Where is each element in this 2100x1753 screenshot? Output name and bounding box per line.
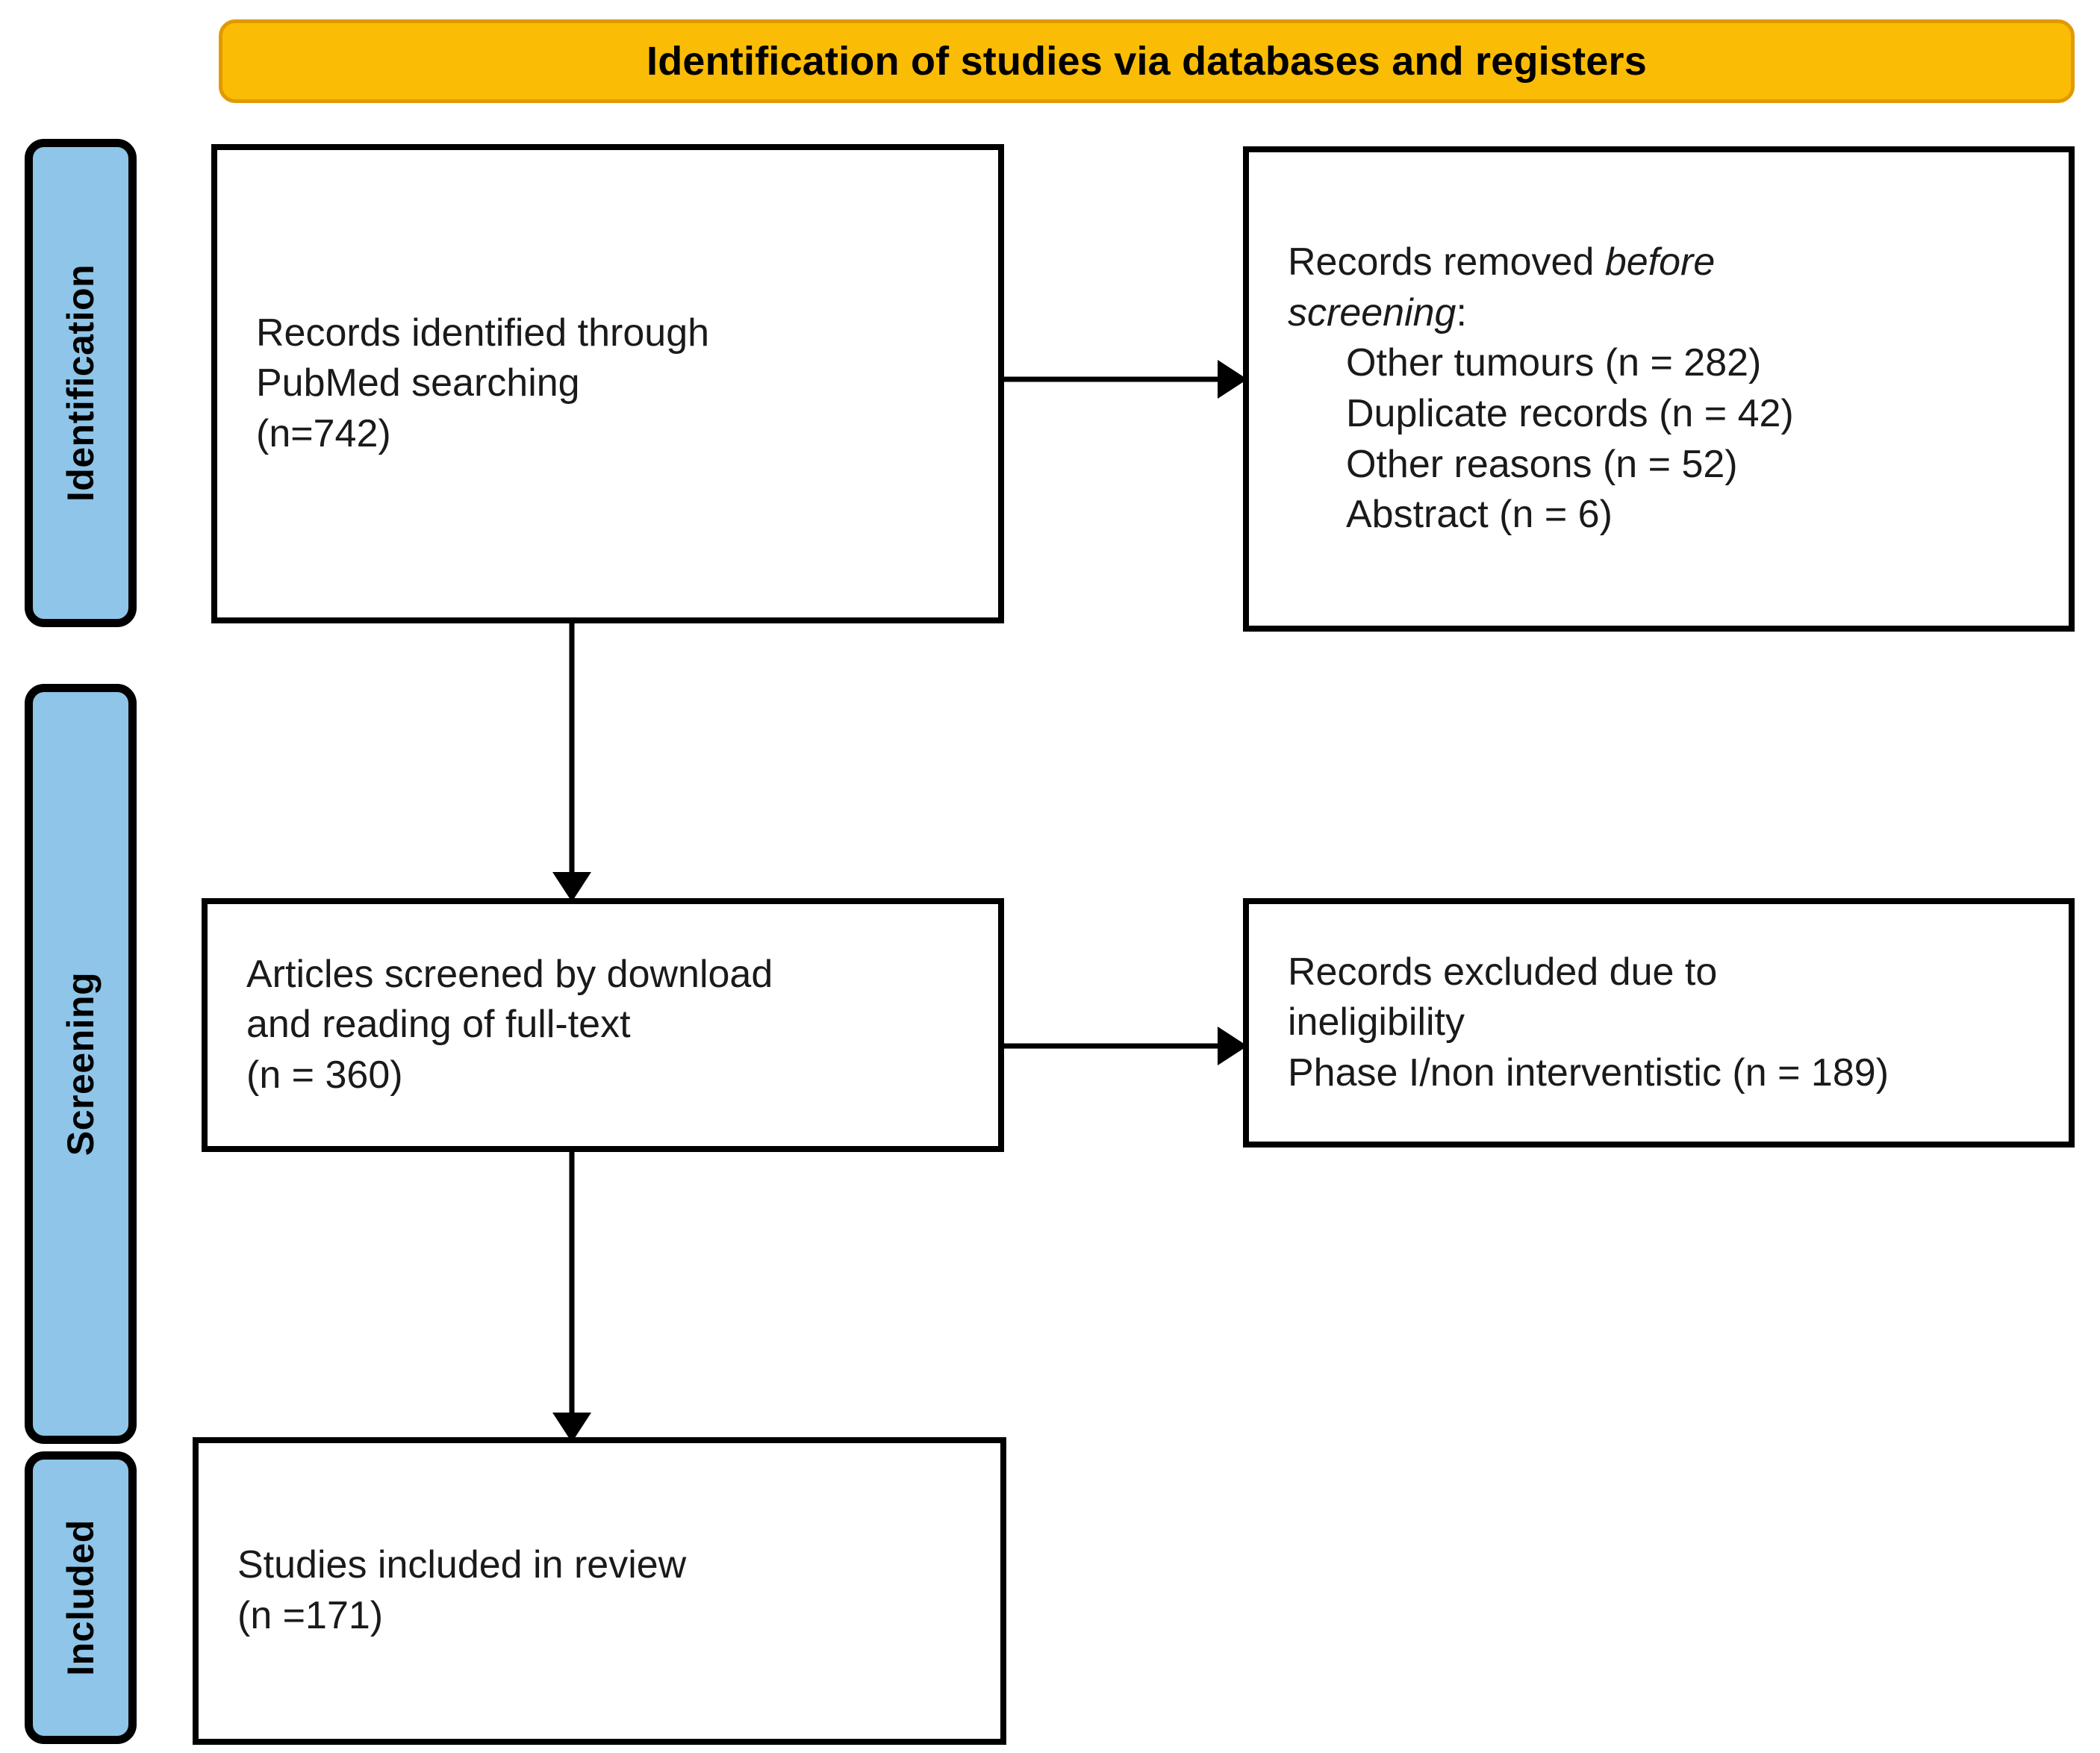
removed-reason-item: Abstract (n = 6): [1346, 493, 1613, 537]
removed-heading-plain: Records removed: [1288, 240, 1605, 284]
removed-heading-italic-2: screening: [1288, 290, 1456, 334]
removed-reasons-list: Other tumours (n = 282) Duplicate record…: [1249, 338, 2069, 540]
stage-tab-screening-label: Screening: [60, 971, 102, 1156]
arrow-screened-to-excluded-icon: [1004, 1019, 1247, 1073]
stage-tab-identification: Identification: [25, 139, 137, 627]
stage-tab-screening: Screening: [25, 684, 137, 1444]
box-records-identified-text: Records identified through PubMed search…: [256, 311, 710, 455]
stage-tab-included-label: Included: [60, 1519, 102, 1676]
box-records-removed: Records removed before screening: Other …: [1243, 146, 2075, 632]
box-articles-screened: Articles screened by download and readin…: [202, 898, 1004, 1152]
box-studies-included: Studies included in review (n =171): [193, 1437, 1006, 1745]
box-records-identified: Records identified through PubMed search…: [211, 144, 1004, 623]
box-studies-included-text: Studies included in review (n =171): [237, 1543, 687, 1637]
arrow-screened-to-included-icon: [545, 1150, 599, 1442]
removed-heading-italic-1: before: [1604, 240, 1716, 284]
arrow-identified-to-screened-icon: [545, 622, 599, 902]
box-records-removed-heading: Records removed before screening:: [1249, 237, 2069, 338]
removed-reason-item: Other reasons (n = 52): [1346, 442, 1738, 486]
box-records-excluded-text: Records excluded due to ineligibility Ph…: [1288, 950, 1889, 1095]
arrow-identified-to-removed-icon: [1004, 352, 1247, 406]
box-records-excluded: Records excluded due to ineligibility Ph…: [1243, 898, 2075, 1148]
stage-tab-identification-label: Identification: [60, 264, 102, 502]
removed-reason-item: Other tumours (n = 282): [1346, 341, 1762, 385]
stage-tab-included: Included: [25, 1451, 137, 1744]
removed-reason-item: Duplicate records (n = 42): [1346, 392, 1794, 435]
box-articles-screened-text: Articles screened by download and readin…: [246, 952, 773, 1097]
phase-banner: Identification of studies via databases …: [219, 19, 2075, 103]
phase-banner-title: Identification of studies via databases …: [646, 39, 1647, 84]
removed-heading-colon: :: [1456, 290, 1467, 334]
